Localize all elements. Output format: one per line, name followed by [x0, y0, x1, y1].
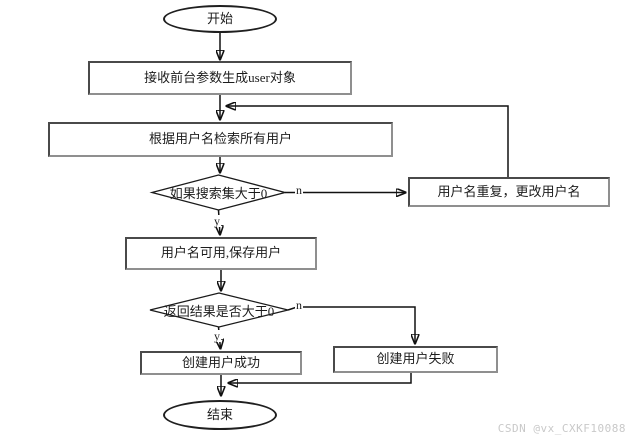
edge-decision2-no: [287, 306, 415, 344]
process-search-users: 根据用户名检索所有用户: [48, 122, 393, 157]
end-terminator: 结束: [163, 400, 277, 430]
process-create-success: 创建用户成功: [140, 351, 302, 375]
edge-fail-feedback: [228, 373, 412, 383]
process-rename-user: 用户名重复，更改用户名: [408, 177, 610, 207]
decision-search-label: 如果搜索集大于0: [169, 186, 268, 201]
branch-label-result-yes: y: [213, 329, 221, 343]
branch-label-search-yes: y: [213, 214, 221, 228]
process-save-user: 用户名可用,保存用户: [125, 237, 317, 270]
edge-rename-feedback: [226, 106, 509, 177]
start-terminator: 开始: [163, 5, 277, 33]
process-create-fail: 创建用户失败: [333, 346, 498, 373]
decision-result-label: 返回结果是否大于0: [163, 303, 275, 319]
process-receive-params: 接收前台参数生成user对象: [88, 61, 352, 95]
csdn-watermark: CSDN @vx_CXKF10088: [497, 422, 626, 435]
branch-label-result-no: n: [295, 298, 303, 312]
branch-label-search-no: n: [295, 183, 303, 197]
